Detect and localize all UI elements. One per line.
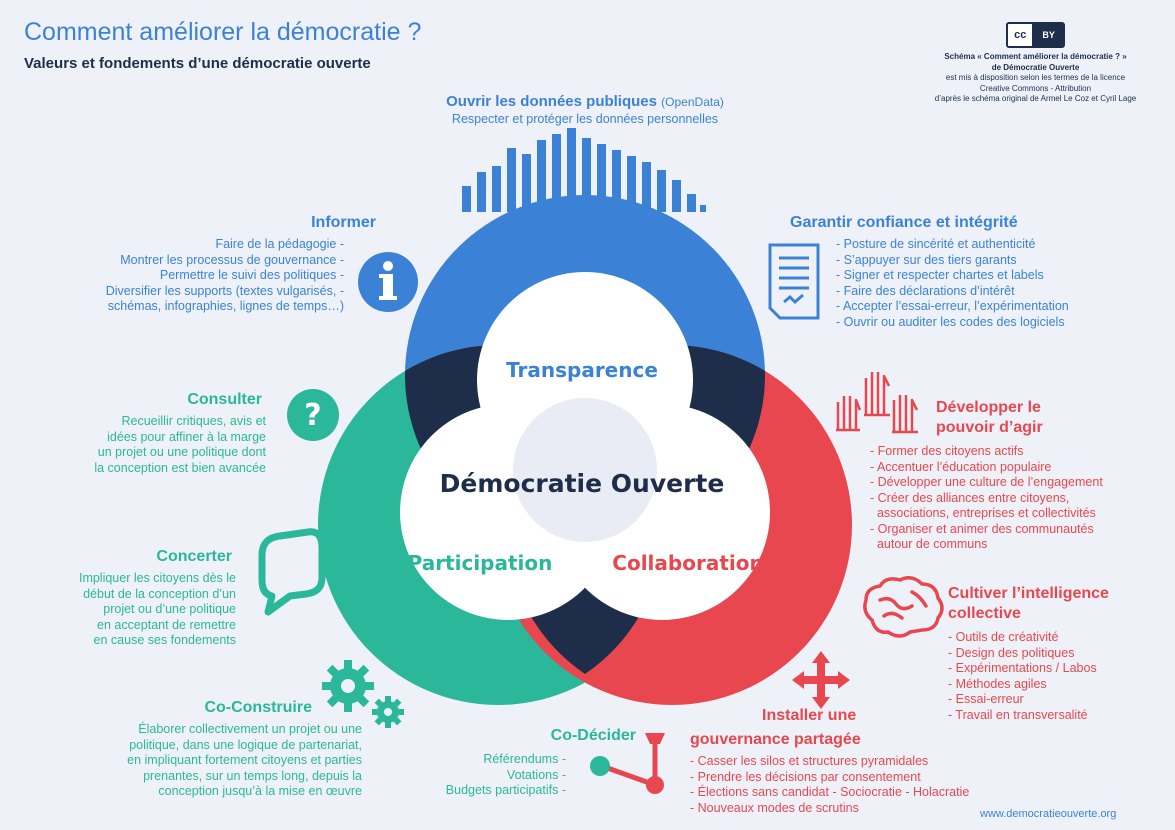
pouvoir-item: - Accentuer l’éducation populaire — [870, 459, 1052, 474]
pouvoir-item: - Créer des alliances entre citoyens, — [870, 490, 1070, 505]
pouvoir-item: - Former des citoyens actifs — [870, 444, 1024, 458]
opendata-subtitle: Respecter et protéger les données person… — [451, 112, 719, 126]
intelligence-item: - Design des politiques — [948, 645, 1075, 660]
intelligence-item: - Méthodes agiles — [948, 676, 1047, 691]
pouvoir-item: - Organiser et animer des communautés — [870, 521, 1094, 536]
concerter-item: en cause ses fondements — [93, 633, 236, 647]
coconstruire-item: Élaborer collectivement un projet ou une — [138, 722, 362, 736]
raised-hands-icon — [836, 372, 919, 434]
cc-badge-right: BY — [1034, 24, 1063, 46]
license-line: de Démocratie Ouverte — [991, 62, 1080, 72]
consulter-item: Recueillir critiques, avis et — [121, 414, 267, 428]
pouvoir-block: Développer le pouvoir d’agir - Former de… — [870, 398, 1170, 553]
concerter-item: Impliquer les citoyens dès le — [78, 571, 236, 585]
brain-icon — [863, 576, 944, 638]
concerter-item: début de la conception d’un — [83, 586, 236, 601]
confiance-item: - Faire des déclarations d’intérêt — [836, 283, 1015, 298]
svg-text:?: ? — [304, 398, 321, 433]
question-icon: ? — [287, 389, 339, 441]
intelligence-title-line2: collective — [948, 605, 1021, 622]
concerter-item: en acceptant de remettre — [97, 617, 236, 632]
confiance-title: Garantir confiance et intégrité — [790, 214, 1018, 231]
page-title: Comment améliorer la démocratie ? — [24, 18, 422, 46]
informer-item: schémas, infographies, lignes de temps…) — [107, 299, 344, 313]
gouvernance-title-line2: gouvernance partagée — [690, 731, 861, 748]
coconstruire-title: Co-Construire — [204, 699, 312, 716]
circle-label-transparence: Transparence — [506, 358, 658, 382]
coconstruire-item: prenantes, sur un temps long, depuis la — [143, 768, 362, 783]
codecider-block: Co-Décider Référendums - Votations - Bud… — [380, 726, 636, 799]
pouvoir-item: autour de communs — [870, 537, 988, 551]
coconstruire-item: en impliquant fortement citoyens et part… — [127, 753, 362, 767]
consulter-item: un projet ou une politique dont — [97, 445, 266, 459]
intelligence-item: - Outils de créativité — [948, 630, 1059, 644]
pouvoir-item: - Développer une culture de l’engagement — [870, 475, 1103, 489]
website-link[interactable]: www.democratieouverte.org — [980, 808, 1117, 820]
intelligence-item: - Essai-erreur — [948, 692, 1024, 706]
license-line: Creative Commons - Attribution — [979, 83, 1092, 93]
consulter-block: Consulter Recueillir critiques, avis et … — [40, 390, 266, 476]
gouvernance-item: - Nouveaux modes de scrutins — [690, 800, 859, 815]
consulter-title: Consulter — [187, 391, 262, 408]
intelligence-item: - Travail en transversalité — [948, 707, 1088, 722]
opendata-title: Ouvrir les données publiques — [446, 93, 657, 110]
cc-badge-left: cc — [1008, 24, 1035, 46]
concerter-title: Concerter — [156, 548, 232, 565]
opendata-title-suffix: (OpenData) — [661, 95, 724, 109]
codecider-item: Votations - — [506, 767, 566, 782]
informer-title: Informer — [311, 214, 376, 231]
informer-item: Permettre le suivi des politiques - — [159, 268, 344, 282]
pouvoir-title-line1: Développer le — [936, 399, 1041, 416]
gouvernance-item: - Casser les silos et structures pyramid… — [690, 754, 929, 768]
concerter-block: Concerter Impliquer les citoyens dès le … — [40, 547, 236, 649]
informer-block: Informer Faire de la pédagogie - Montrer… — [40, 213, 376, 315]
cc-license-badge[interactable]: cc BY — [1006, 22, 1065, 48]
gouvernance-title-line1: Installer une — [762, 707, 857, 724]
concerter-item: projet ou d’une politique — [103, 602, 236, 616]
circle-label-participation: Participation — [408, 551, 553, 575]
license-line: Schéma « Comment améliorer la démocratie… — [944, 52, 1127, 61]
gouvernance-item: - Prendre les décisions par consentement — [690, 769, 921, 784]
joystick-icon — [590, 733, 665, 794]
intelligence-block: Cultiver l’intelligence collective - Out… — [948, 584, 1168, 723]
codecider-item: Budgets participatifs - — [445, 783, 566, 797]
consulter-item: idées pour affiner à la marge — [107, 429, 266, 444]
bar-chart-icon — [462, 128, 706, 212]
gouvernance-block: Installer une gouvernance partagée - Cas… — [690, 706, 1050, 816]
license-block: cc BY Schéma « Comment améliorer la démo… — [898, 22, 1173, 105]
move-arrows-icon — [792, 651, 850, 709]
pouvoir-item: associations, entreprises et collectivit… — [870, 506, 1096, 520]
circle-label-collaboration: Collaboration — [612, 551, 763, 575]
center-disc — [513, 398, 657, 542]
consulter-item: la conception est bien avancée — [94, 460, 266, 475]
confiance-item: - S’appuyer sur des tiers garants — [836, 252, 1017, 267]
confiance-item: - Accepter l’essai-erreur, l’expérimenta… — [836, 299, 1069, 313]
confiance-item: - Signer et respecter chartes et labels — [836, 268, 1044, 282]
informer-item: Faire de la pédagogie - — [215, 237, 344, 251]
codecider-title: Co-Décider — [550, 727, 636, 744]
intelligence-item: - Expérimentations / Labos — [948, 661, 1097, 675]
info-icon — [358, 252, 418, 312]
document-icon — [768, 243, 820, 320]
coconstruire-item: politique, dans une logique de partenari… — [129, 737, 362, 752]
gears-icon — [322, 660, 404, 728]
confiance-item: - Posture de sincérité et authenticité — [836, 237, 1036, 251]
gouvernance-item: - Élections sans candidat - Sociocratie … — [690, 785, 970, 799]
confiance-block: Garantir confiance et intégrité - Postur… — [790, 213, 1160, 330]
license-line: est mis à disposition selon les termes d… — [945, 73, 1126, 82]
informer-item: Diversifier les supports (textes vulgari… — [105, 283, 344, 298]
coconstruire-block: Co-Construire Élaborer collectivement un… — [40, 698, 362, 800]
informer-item: Montrer les processus de gouvernance - — [120, 252, 344, 267]
confiance-item: - Ouvrir ou auditer les codes des logici… — [836, 314, 1065, 329]
speech-bubble-icon — [258, 528, 326, 616]
pouvoir-title-line2: pouvoir d’agir — [936, 419, 1043, 436]
license-line: d’après le schéma original de Armel Le C… — [934, 94, 1137, 103]
opendata-block: Ouvrir les données publiques (OpenData) … — [380, 92, 790, 128]
coconstruire-item: conception jusqu’à la mise en œuvre — [158, 784, 362, 798]
codecider-item: Référendums - — [483, 752, 566, 766]
intelligence-title-line1: Cultiver l’intelligence — [948, 585, 1109, 602]
center-label: Démocratie Ouverte — [440, 469, 725, 498]
page-subtitle: Valeurs et fondements d’une démocratie o… — [24, 55, 371, 72]
